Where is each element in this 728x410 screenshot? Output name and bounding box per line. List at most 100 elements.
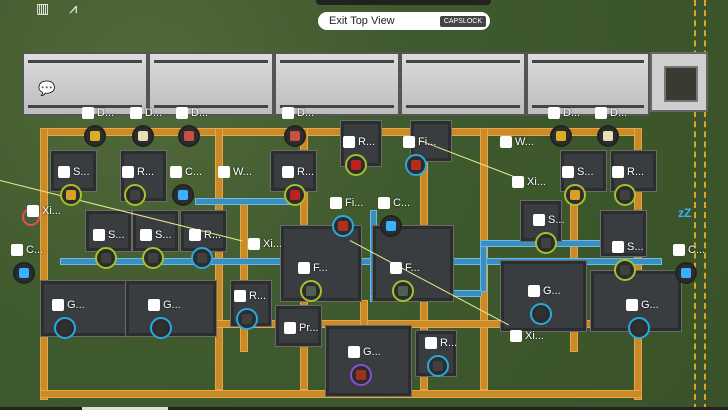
machine-building[interactable] xyxy=(275,305,322,347)
machine-label[interactable]: S... xyxy=(562,166,594,178)
machine-label[interactable]: D... xyxy=(548,107,580,119)
condenser-icon xyxy=(378,197,390,209)
recipe-output-icon[interactable] xyxy=(597,125,619,147)
recipe-output-icon[interactable] xyxy=(350,364,372,386)
machine-label[interactable]: S... xyxy=(58,166,90,178)
machine-label[interactable]: R... xyxy=(343,136,375,148)
recipe-output-icon[interactable] xyxy=(13,262,35,284)
road-icon[interactable]: ⩘ xyxy=(69,0,78,16)
recipe-output-icon[interactable] xyxy=(614,184,636,206)
recipe-output-icon[interactable] xyxy=(380,215,402,237)
extractor-icon xyxy=(512,176,524,188)
machine-label[interactable]: W... xyxy=(500,136,534,148)
machine-label[interactable]: G... xyxy=(52,299,85,311)
recipe-output-icon[interactable] xyxy=(675,262,697,284)
recipe-output-icon[interactable] xyxy=(405,154,427,176)
storage-container[interactable] xyxy=(526,52,650,116)
recipe-output-icon[interactable] xyxy=(345,154,367,176)
recipe-output-icon[interactable] xyxy=(54,317,76,339)
recipe-output-icon[interactable] xyxy=(427,355,449,377)
machine-label[interactable]: S... xyxy=(533,214,565,226)
recipe-output-icon[interactable] xyxy=(60,184,82,206)
machine-label[interactable]: D... xyxy=(282,107,314,119)
top-toolbar: ▥ ⩘ xyxy=(36,0,77,17)
machine-label[interactable]: C... xyxy=(673,244,705,256)
machine-label[interactable]: F... xyxy=(298,262,328,274)
recipe-output-icon[interactable] xyxy=(614,259,636,281)
recipe-output-icon[interactable] xyxy=(535,232,557,254)
machine-label[interactable]: S... xyxy=(140,229,172,241)
machine-label[interactable]: Fi... xyxy=(403,136,436,148)
machine-label[interactable]: R... xyxy=(122,166,154,178)
chat-icon[interactable]: 💬 xyxy=(38,80,56,96)
recipe-output-icon[interactable] xyxy=(142,247,164,269)
recipe-output-icon[interactable] xyxy=(284,184,306,206)
item-icon xyxy=(138,131,148,141)
recipe-output-icon[interactable] xyxy=(172,184,194,206)
machine-label[interactable]: D... xyxy=(595,107,627,119)
machine-label[interactable]: G... xyxy=(626,299,659,311)
recipe-output-icon[interactable] xyxy=(392,280,414,302)
machine-label[interactable]: Xi... xyxy=(27,205,61,217)
machine-building[interactable] xyxy=(325,325,412,397)
machine-building[interactable] xyxy=(85,210,132,252)
machine-label[interactable]: D... xyxy=(130,107,162,119)
machine-label[interactable]: R... xyxy=(189,229,221,241)
smelter-icon xyxy=(58,166,70,178)
machine-building[interactable] xyxy=(132,210,179,252)
machine-label[interactable]: S... xyxy=(93,229,125,241)
machine-building[interactable] xyxy=(180,210,227,252)
conveyor-belt[interactable] xyxy=(40,128,48,400)
machine-label[interactable]: G... xyxy=(528,285,561,297)
recipe-output-icon[interactable] xyxy=(564,184,586,206)
machine-label[interactable]: W... xyxy=(218,166,252,178)
machine-label[interactable]: Pr... xyxy=(284,322,319,334)
machine-label[interactable]: D... xyxy=(82,107,114,119)
recipe-output-icon[interactable] xyxy=(236,308,258,330)
machine-label[interactable]: Xi... xyxy=(510,330,544,342)
storage-container[interactable] xyxy=(148,52,274,116)
machine-label[interactable]: R... xyxy=(425,337,457,349)
storage-container[interactable] xyxy=(400,52,526,116)
machine-building[interactable] xyxy=(600,210,647,257)
machine-name: D... xyxy=(297,107,315,119)
exit-top-view-button[interactable]: Exit Top View CAPSLOCK xyxy=(318,12,490,30)
item-icon xyxy=(197,253,207,263)
recipe-output-icon[interactable] xyxy=(332,215,354,237)
depot-icon xyxy=(130,107,142,119)
machine-label[interactable]: R... xyxy=(612,166,644,178)
machine-label[interactable]: R... xyxy=(282,166,314,178)
machine-label[interactable]: C... xyxy=(11,244,43,256)
recipe-output-icon[interactable] xyxy=(550,125,572,147)
recipe-output-icon[interactable] xyxy=(530,303,552,325)
storage-container[interactable] xyxy=(22,52,148,116)
machine-label[interactable]: C... xyxy=(170,166,202,178)
recipe-output-icon[interactable] xyxy=(84,125,106,147)
machine-name: F... xyxy=(405,262,420,274)
hub-building[interactable] xyxy=(650,52,708,112)
recipe-output-icon[interactable] xyxy=(300,280,322,302)
storage-container[interactable] xyxy=(274,52,400,116)
machine-label[interactable]: G... xyxy=(148,299,181,311)
recipe-output-icon[interactable] xyxy=(191,247,213,269)
machine-label[interactable]: D... xyxy=(176,107,208,119)
machine-name: Xi... xyxy=(263,238,282,250)
recipe-output-icon[interactable] xyxy=(284,125,306,147)
machine-label[interactable]: S... xyxy=(612,241,644,253)
machine-label[interactable]: F... xyxy=(390,262,420,274)
machine-label[interactable]: C... xyxy=(378,197,410,209)
machine-label[interactable]: Fi... xyxy=(330,197,363,209)
power-grid-icon[interactable]: ▥ xyxy=(36,0,50,16)
machine-label[interactable]: R... xyxy=(234,290,266,302)
recipe-output-icon[interactable] xyxy=(150,317,172,339)
machine-label[interactable]: G... xyxy=(348,346,381,358)
recipe-output-icon[interactable] xyxy=(95,247,117,269)
machine-label[interactable]: Xi... xyxy=(248,238,282,250)
machine-label[interactable]: Xi... xyxy=(512,176,546,188)
recipe-output-icon[interactable] xyxy=(132,125,154,147)
item-icon xyxy=(433,361,443,371)
recipe-output-icon[interactable] xyxy=(124,184,146,206)
recipe-output-icon[interactable] xyxy=(628,317,650,339)
recipe-output-icon[interactable] xyxy=(178,125,200,147)
